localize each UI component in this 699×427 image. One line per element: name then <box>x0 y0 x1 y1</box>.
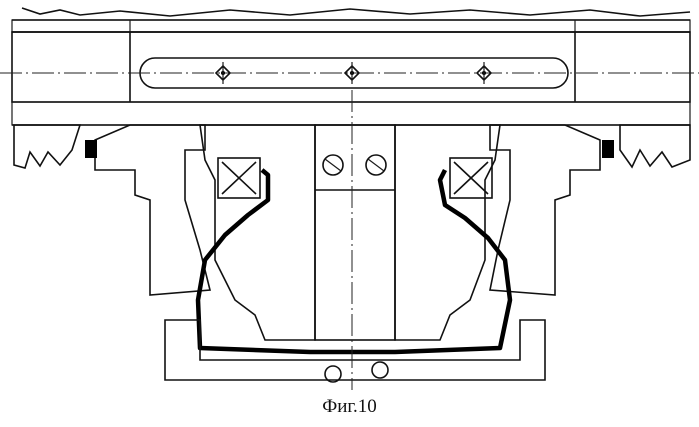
right-housing <box>490 125 614 295</box>
left-bearing <box>218 158 260 198</box>
top-beam <box>12 8 690 32</box>
figure-caption: Фиг.10 <box>0 396 699 418</box>
ball-elements <box>323 155 386 175</box>
left-housing <box>85 125 210 295</box>
